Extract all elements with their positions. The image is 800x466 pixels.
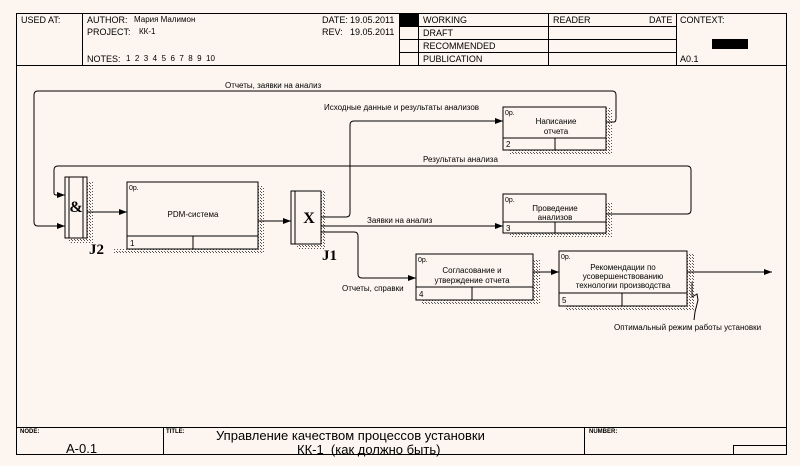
- divider: [163, 427, 164, 455]
- context-label: CONTEXT:: [680, 15, 725, 25]
- label-optimal-mode: Оптимальный режим работы установки: [614, 323, 761, 332]
- status-publication: PUBLICATION: [423, 54, 483, 64]
- arrow-source-data[interactable]: [321, 118, 503, 218]
- title-line1: Управление качеством процессов установки: [216, 428, 485, 443]
- junction-j1-label: J1: [322, 248, 337, 264]
- activity-4-name-line2: утверждение отчета: [434, 276, 510, 285]
- activity-5-number: 5: [562, 296, 567, 305]
- status-working: WORKING: [423, 15, 467, 25]
- header-divider: [16, 65, 787, 66]
- status-draft: DRAFT: [423, 28, 453, 38]
- title-label: TITLE:: [166, 429, 185, 435]
- activity-2-op: 0р.: [505, 110, 515, 117]
- junction-j2-symbol: &: [69, 199, 82, 216]
- divider: [82, 13, 83, 65]
- activity-5-name-line1: Рекомендации по: [590, 263, 656, 272]
- number-label: NUMBER:: [589, 429, 618, 435]
- divider: [399, 52, 676, 53]
- date-label: DATE:: [322, 15, 348, 25]
- activity-3[interactable]: 0р. Проведение анализов 3: [502, 193, 607, 234]
- activity-3-op: 0р.: [505, 197, 515, 204]
- activity-4-name-line1: Согласование и: [442, 266, 501, 275]
- title-line2: КК-1 (как должно быть): [297, 442, 441, 457]
- divider: [584, 427, 585, 455]
- node-label: NODE:: [20, 429, 40, 435]
- label-source-data: Исходные данные и результаты анализов: [324, 103, 479, 112]
- rev-label: REV:: [322, 27, 343, 37]
- activity-4-number: 4: [419, 290, 424, 299]
- activity-4[interactable]: 0р. Согласование и утверждение отчета 4: [415, 253, 534, 301]
- number-box: [733, 445, 787, 455]
- used-at-label: USED AT:: [21, 15, 61, 25]
- junction-j2[interactable]: & J2: [64, 176, 104, 258]
- activity-5[interactable]: 0р. Рекомендации по усовершенствованию т…: [558, 250, 688, 307]
- divider: [399, 39, 676, 40]
- author-value: Мария Малимон: [134, 15, 196, 24]
- arrow-reports-requests[interactable]: [33, 90, 617, 229]
- idef0-frame: [16, 13, 787, 455]
- box-shadows: [69, 108, 694, 310]
- label-reports-references: Отчеты, справки: [342, 284, 404, 293]
- activity-2-number: 2: [506, 140, 511, 149]
- reader-date-label: DATE: [649, 15, 673, 25]
- activity-3-number: 3: [506, 224, 511, 233]
- arrow-reports-references[interactable]: [321, 231, 416, 281]
- junction-j1[interactable]: X J1: [290, 190, 337, 264]
- arrow-analysis-results[interactable]: [53, 165, 692, 215]
- notes-value: 1 2 3 4 5 6 7 8 9 10: [126, 54, 215, 63]
- activity-1-name: PDM-система: [168, 210, 219, 219]
- label-analysis-results: Результаты анализа: [423, 155, 498, 164]
- project-value: КК-1: [139, 27, 156, 36]
- status-recommended: RECOMMENDED: [423, 41, 496, 51]
- footer-divider: [16, 427, 787, 428]
- activity-2-name-line1: Написание: [536, 117, 577, 126]
- notes-label: NOTES:: [87, 54, 121, 64]
- author-label: AUTHOR:: [87, 15, 128, 25]
- activity-3-name-line2: анализов: [538, 213, 573, 222]
- divider: [399, 26, 676, 27]
- context-node: A0.1: [680, 54, 699, 64]
- date-value: 19.05.2011: [350, 15, 395, 25]
- project-label: PROJECT:: [87, 27, 131, 37]
- reader-label: READER: [553, 15, 591, 25]
- arrow-optimal-mode-squiggle[interactable]: [691, 282, 699, 321]
- activity-2-name-line2: отчета: [544, 127, 569, 136]
- label-analysis-requests: Заявки на анализ: [367, 216, 433, 225]
- activity-5-name-line3: технологии производства: [576, 281, 671, 290]
- activity-1-op: 0р.: [129, 185, 139, 192]
- activity-4-op: 0р.: [418, 257, 428, 264]
- activity-1-number: 1: [130, 239, 135, 248]
- context-node-marker: [712, 39, 748, 49]
- activity-3-name-line1: Проведение: [532, 204, 578, 213]
- junction-j2-label: J2: [89, 242, 104, 258]
- label-reports-requests: Отчеты, заявки на анализ: [225, 81, 322, 90]
- activity-1[interactable]: 0р. PDM-система 1: [126, 181, 259, 250]
- activity-5-op: 0р.: [561, 254, 571, 261]
- activity-2[interactable]: 0р. Написание отчета 2: [502, 106, 607, 151]
- divider: [676, 13, 677, 65]
- activity-5-name-line2: усовершенствованию: [583, 272, 664, 281]
- status-working-marker: [400, 14, 418, 26]
- rev-value: 19.05.2011: [350, 27, 395, 37]
- junction-j1-symbol: X: [303, 210, 315, 227]
- node-value: A-0.1: [66, 441, 98, 456]
